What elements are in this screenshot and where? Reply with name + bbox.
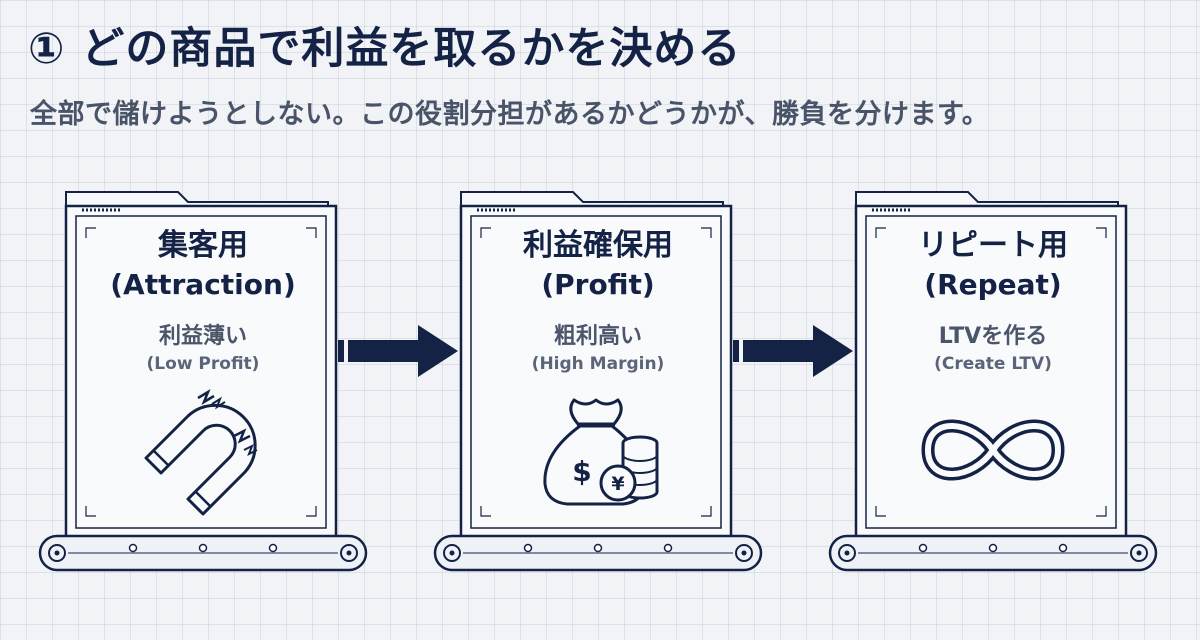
panel-subheading-en: (High Margin) (531, 354, 665, 374)
page-title: ① どの商品で利益を取るかを決める (28, 24, 742, 74)
panel-subheading: LTVを作る (938, 324, 1048, 349)
panel-heading-en: (Repeat) (924, 268, 1062, 301)
panel-profit: 利益確保用 (Profit) 粗利高い (High Margin) $ ¥ (433, 188, 763, 580)
magnet-icon (144, 389, 258, 516)
panel-heading: リピート用 (918, 228, 1068, 263)
dollar-symbol: $ (572, 455, 591, 488)
panel-heading: 集客用 (158, 228, 248, 263)
infinity-icon (921, 419, 1065, 481)
page-subtitle: 全部で儲けようとしない。この役割分担があるかどうかが、勝負を分けます。 (30, 99, 990, 130)
panel-attraction: 集客用 (Attraction) 利益薄い (Low Profit) (38, 188, 368, 580)
arrow-right-icon (338, 325, 458, 377)
panel-subheading-en: (Low Profit) (146, 354, 260, 374)
panel-frame (38, 191, 368, 572)
panel-heading: 利益確保用 (523, 228, 673, 263)
yen-symbol: ¥ (611, 473, 624, 495)
panel-subheading: 利益薄い (158, 324, 247, 349)
panel-frame (828, 191, 1158, 572)
panel-subheading: 粗利高い (553, 324, 642, 349)
panel-repeat: リピート用 (Repeat) LTVを作る (Create LTV) (828, 188, 1158, 580)
panel-heading-en: (Profit) (541, 268, 655, 301)
money-bag-coins-icon: $ ¥ (543, 398, 659, 506)
panel-subheading-en: (Create LTV) (934, 354, 1052, 374)
arrow-right-icon (733, 325, 853, 377)
panel-heading-en: (Attraction) (110, 268, 296, 301)
